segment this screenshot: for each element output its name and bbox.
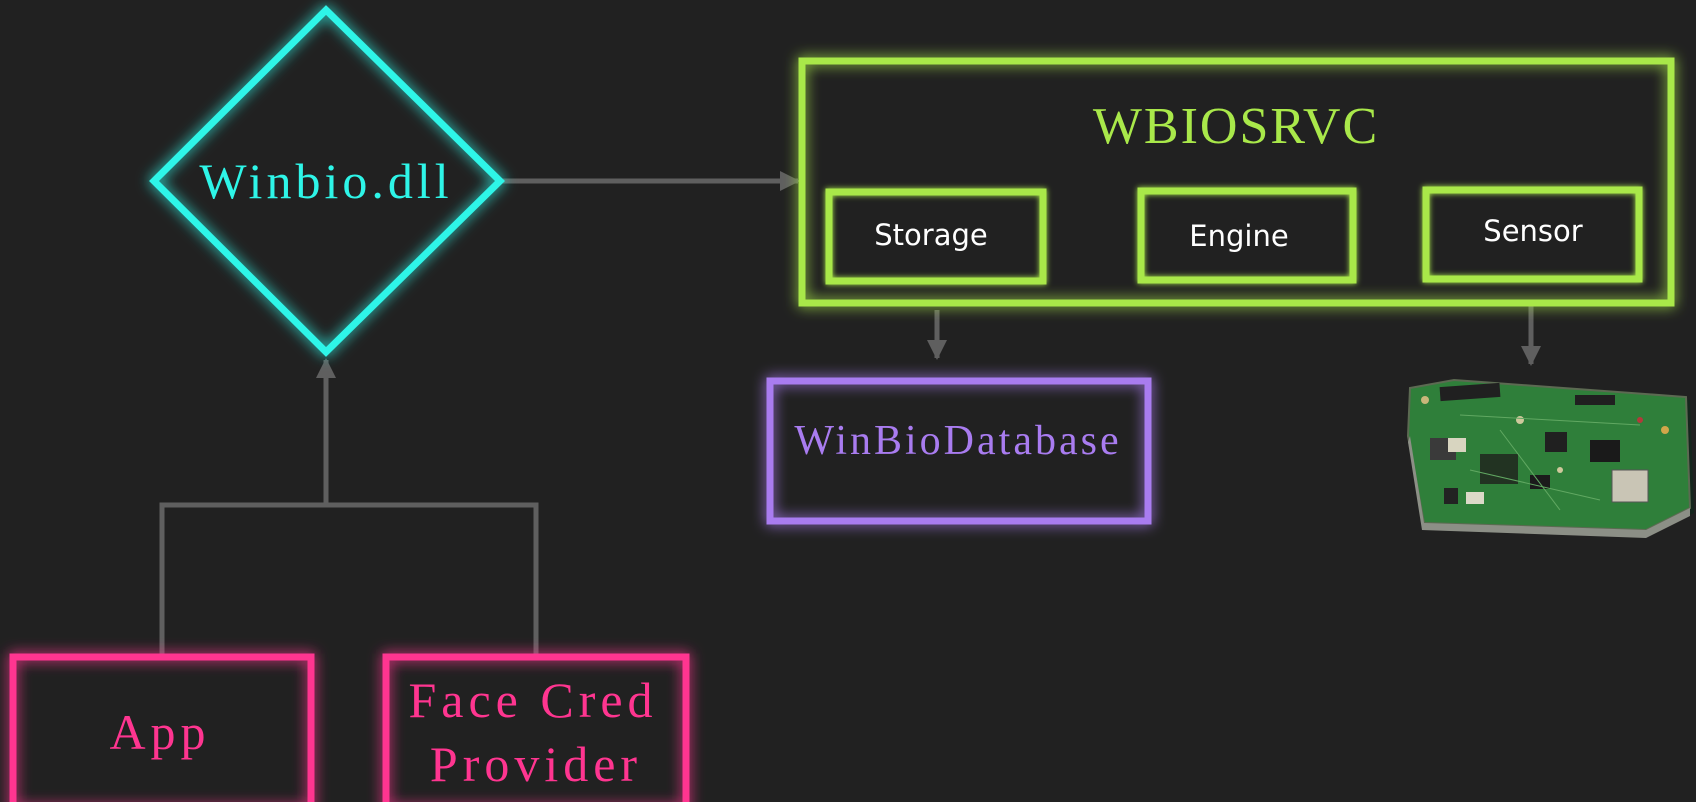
- winbio-dll-node: Winbio.dll: [149, 5, 505, 357]
- sensor-box: [1422, 186, 1643, 283]
- app-box: [9, 653, 315, 802]
- app-label: App: [109, 704, 210, 760]
- face-cred-provider-box: [382, 653, 690, 802]
- winbio-dll-diamond: [149, 5, 505, 357]
- winbio-dll-label: Winbio.dll: [199, 153, 452, 209]
- sensor-label: Sensor: [1483, 214, 1582, 248]
- face-cred-provider-label-line1: Face Cred: [408, 672, 657, 728]
- circuit-board-icon: [1406, 378, 1694, 538]
- winbio-database-node: WinBioDatabase: [766, 377, 1152, 525]
- wbiosrvc-label: WBIOSRVC: [1093, 98, 1379, 155]
- face-cred-provider-node: Face Cred Provider: [382, 653, 690, 802]
- app-node: App: [9, 653, 315, 802]
- engine-label: Engine: [1189, 219, 1288, 253]
- winbio-database-label: WinBioDatabase: [794, 418, 1121, 464]
- connectors: [159, 171, 1541, 655]
- storage-box: [825, 188, 1047, 285]
- wbiosrvc-box: [798, 57, 1675, 307]
- edge-app-branch: [159, 502, 539, 655]
- winbio-database-box: [766, 377, 1152, 525]
- face-cred-provider-label-line2: Provider: [430, 736, 642, 792]
- engine-box: [1137, 187, 1357, 284]
- storage-label: Storage: [874, 218, 987, 252]
- wbiosrvc-node: WBIOSRVC Storage Engine Sensor: [798, 57, 1675, 307]
